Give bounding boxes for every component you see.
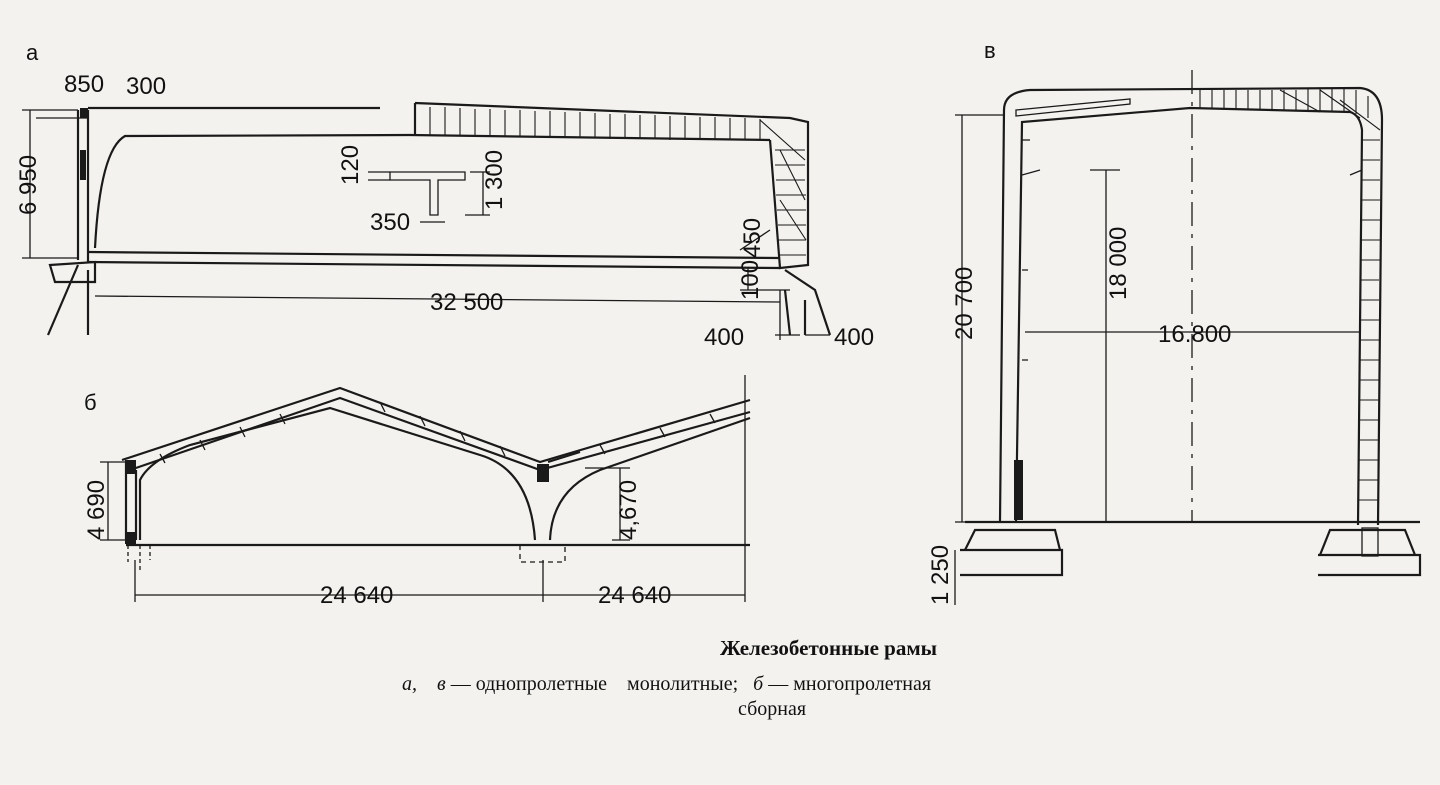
- dim-b-spans: [134, 375, 746, 602]
- dim-v-inner-height-label: 18 000: [1105, 227, 1132, 300]
- dim-a-span: [94, 290, 781, 340]
- panel-v: в 20 700 18 000 16.800 1 250: [927, 38, 1422, 605]
- dim-b-height-mid-label: 4,670: [615, 480, 642, 540]
- frame-a-right-support: [783, 269, 832, 336]
- frame-v-right-footing: [1318, 528, 1422, 577]
- frame-b-left-column: [124, 462, 138, 540]
- frame-v-outer: [998, 86, 1384, 526]
- dim-b-height-mid: [585, 467, 630, 541]
- dim-v-footing-label: 1 250: [927, 545, 954, 605]
- dim-a-support: 100: [737, 260, 764, 300]
- dim-a-web: 350: [370, 209, 410, 236]
- dim-b-height-left: [100, 461, 126, 541]
- dim-b-height-left-label: 4 690: [83, 480, 110, 540]
- panel-v-label: в: [984, 38, 996, 63]
- caption-line-2: сборная: [738, 698, 807, 720]
- dim-a-top-left: 850: [64, 71, 104, 98]
- dim-a-depth: 1 300: [481, 150, 508, 210]
- panel-a-label: а: [26, 40, 39, 65]
- dim-a-base-left: 400: [704, 324, 744, 351]
- frame-b-girder-2: [548, 416, 751, 541]
- tee-section: [389, 171, 466, 216]
- dim-a-flange: 120: [337, 145, 364, 185]
- panel-b: б 4 690 4,670 24 640 24 640: [83, 375, 751, 609]
- frame-a-girder-top: [93, 133, 771, 249]
- frame-a-haunch: [413, 101, 810, 270]
- dim-v-inner-height: [1090, 169, 1120, 522]
- dim-a-height: [22, 109, 88, 259]
- dim-v-total-height: [955, 114, 1004, 523]
- frame-b-roof-bottom: [129, 396, 751, 472]
- caption-line-1: а, в — однопролетные монолитные; б — мно…: [402, 673, 932, 695]
- dim-a-top-right: 300: [126, 73, 166, 100]
- frame-b-roof-top: [121, 386, 751, 464]
- frame-v-inner: [1014, 106, 1364, 526]
- frame-a-tie: [87, 250, 781, 270]
- panel-b-label: б: [84, 390, 97, 415]
- dim-a-base-right: 400: [834, 324, 874, 351]
- dim-v-span-label: 16.800: [1158, 321, 1231, 348]
- frame-a-left-column: [76, 110, 90, 262]
- dim-v-total-height-label: 20 700: [951, 267, 978, 340]
- dim-a-height-label: 6 950: [15, 155, 42, 215]
- frame-v-left-footing: [960, 528, 1064, 577]
- dim-b-span-2: 24 640: [598, 582, 671, 609]
- dim-a-haunch: 450: [739, 218, 766, 258]
- panel-a: а 850 300 6 950 120 1 300: [15, 40, 874, 351]
- dim-a-span-label: 32 500: [430, 289, 503, 316]
- caption-title: Железобетонные рамы: [720, 636, 938, 660]
- dim-b-span-1: 24 640: [320, 582, 393, 609]
- frame-b-girder-1: [138, 406, 537, 541]
- frame-b-mid-footing: [519, 545, 566, 563]
